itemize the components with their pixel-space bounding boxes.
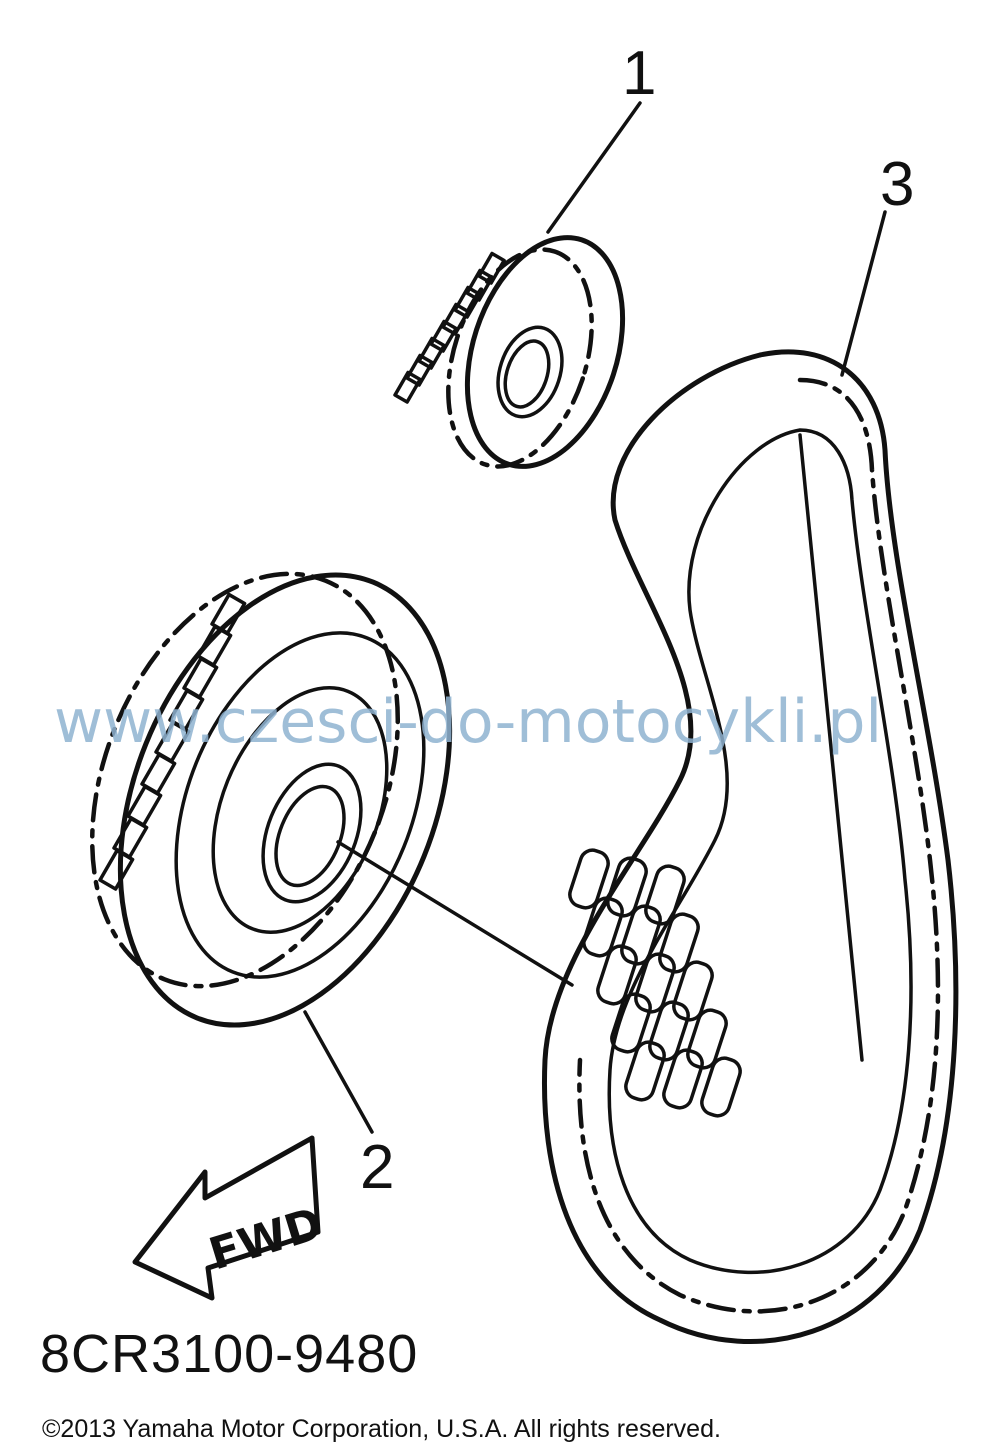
callout-2: 2 [360, 1133, 394, 1202]
watermark: www.czesci-do-motocykli.pl [54, 687, 882, 757]
sprocket-teeth-large [98, 592, 247, 891]
copyright-notice: ©2013 Yamaha Motor Corporation, U.S.A. A… [42, 1415, 721, 1443]
chain-link [634, 952, 676, 1014]
chain-link [686, 1008, 728, 1070]
chain-link [582, 896, 624, 958]
drive-chain [541, 349, 959, 1344]
sprocket-tooth [477, 251, 506, 285]
sprocket-teeth-small [393, 251, 506, 404]
small-sprocket [393, 235, 626, 469]
chain-link [606, 856, 648, 918]
leader-line-3 [840, 210, 887, 377]
chain-link [658, 912, 700, 974]
diagram-part-number: 8CR3100-9480 [40, 1324, 418, 1384]
chain-link [648, 1000, 690, 1062]
chain-links [568, 848, 742, 1118]
sprocket-tooth [429, 319, 458, 353]
callout-3: 3 [880, 150, 914, 219]
sprocket-tooth [417, 336, 446, 370]
sprocket-tooth [210, 592, 247, 635]
callout-1: 1 [622, 39, 656, 108]
chain-link [568, 848, 610, 910]
sprocket-tooth [453, 285, 482, 319]
leader-line-2b [336, 840, 574, 987]
sprocket-tooth [405, 353, 434, 387]
chain-link [700, 1056, 742, 1118]
sprocket-tooth [393, 370, 422, 404]
chain-link [624, 1040, 666, 1102]
large-sprocket [89, 571, 453, 1028]
chain-link [672, 960, 714, 1022]
leader-line-2 [303, 1010, 374, 1134]
chain-link [662, 1048, 704, 1110]
chain-link [610, 992, 652, 1054]
sprocket-tooth [441, 302, 470, 336]
leader-line-1 [546, 101, 642, 234]
chain-link [620, 904, 662, 966]
chain-link [644, 864, 686, 926]
fwd-arrow-icon: FWD [132, 1135, 328, 1301]
chain-link [596, 944, 638, 1006]
fwd-label: FWD [203, 1198, 328, 1280]
sprocket-tooth [465, 268, 494, 302]
